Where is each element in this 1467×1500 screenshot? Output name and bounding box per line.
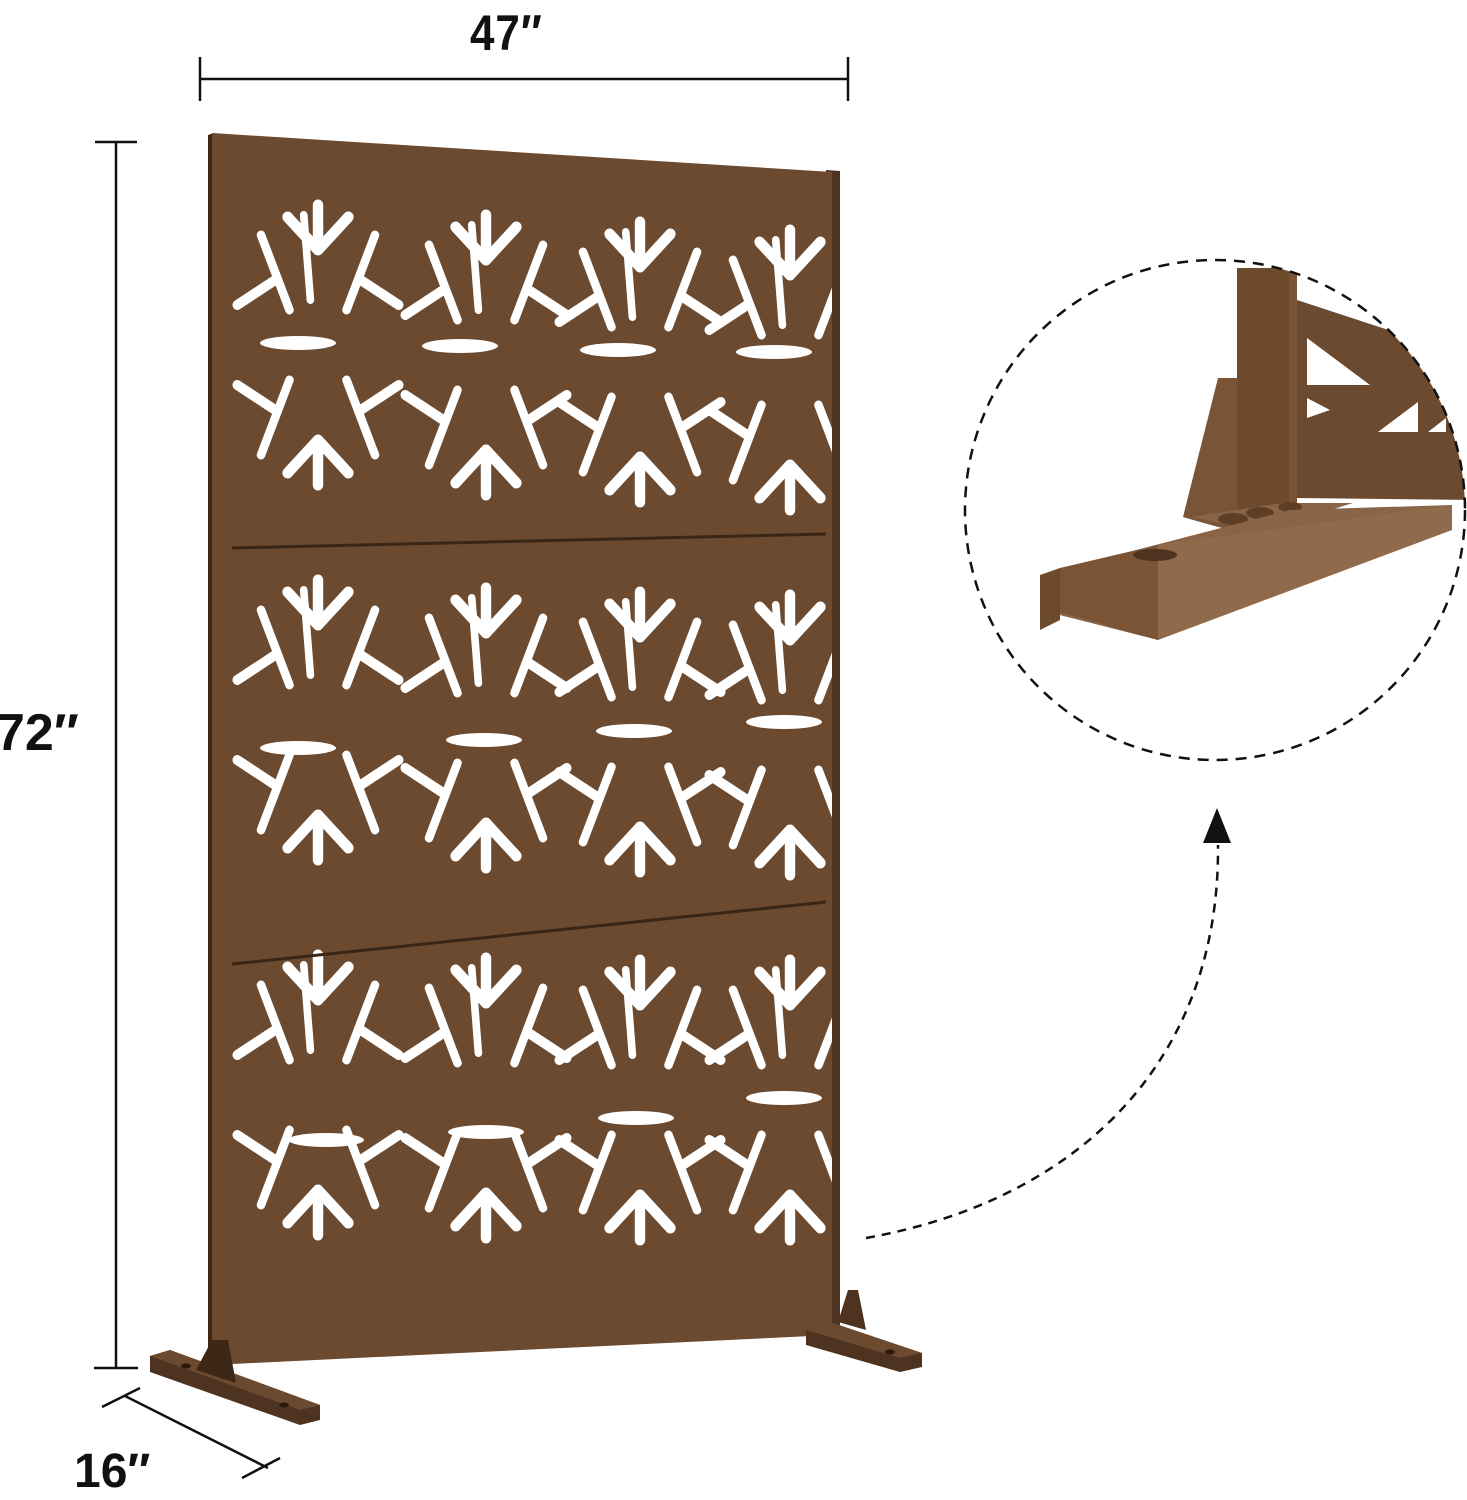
bracket-detail-inset [963,258,1467,762]
depth-dimension-label: 16″ [74,1445,151,1498]
depth-dimension-line [101,1386,281,1480]
arrow-head-icon [1203,808,1231,843]
panel-seam [231,532,827,550]
height-dimension-label: 72″ [0,704,79,762]
width-dimension-line [198,57,850,101]
width-dimension-label: 47″ [470,5,543,61]
callout-arrow [865,808,1231,1240]
left-base-foot [150,1340,320,1425]
right-base-foot [806,1290,922,1372]
privacy-screen-panel [208,133,840,1366]
panel-seam [231,900,827,966]
height-dimension-line [94,140,138,1370]
inset-dashed-circle [963,258,1467,762]
